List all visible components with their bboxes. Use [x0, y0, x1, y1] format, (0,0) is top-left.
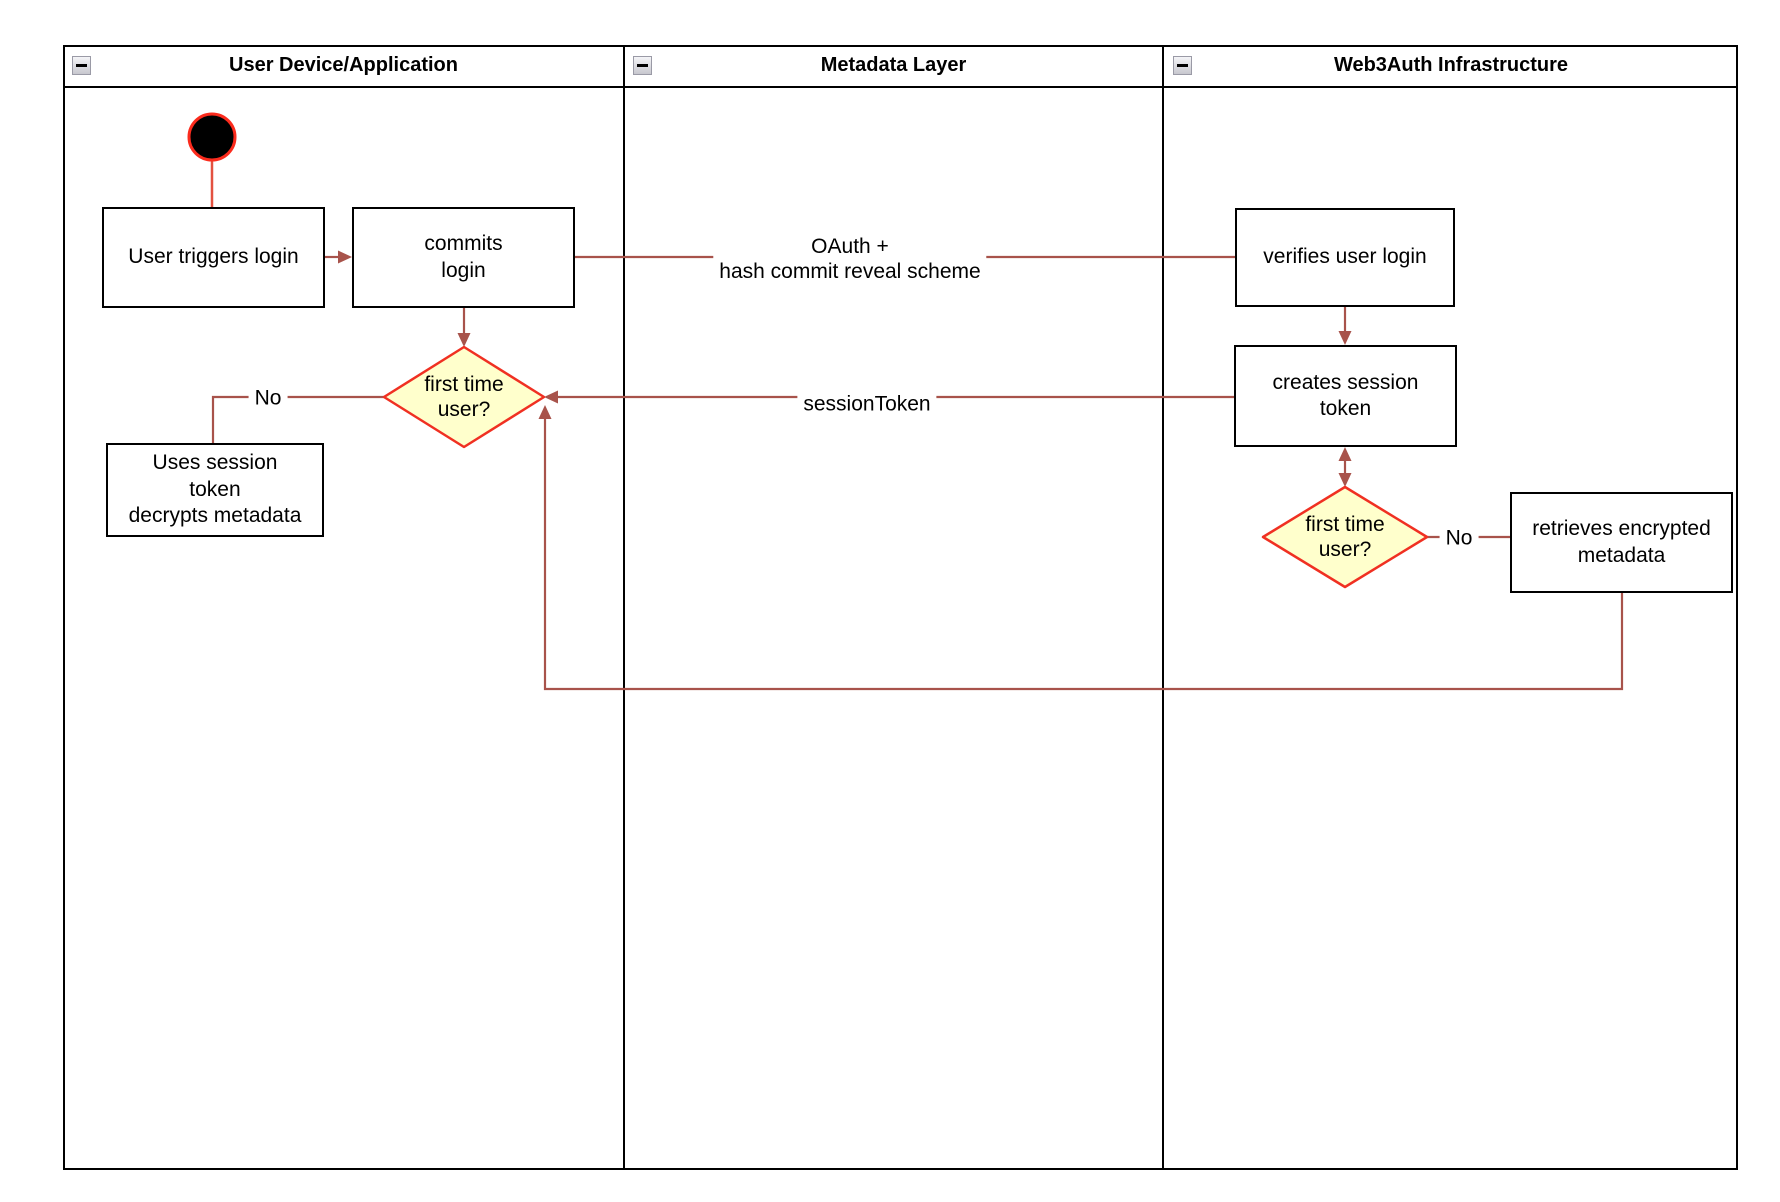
lane-divider-2 — [1162, 45, 1164, 1170]
lane-title-metadata-layer: Metadata Layer — [820, 54, 967, 76]
lane-divider-1 — [623, 45, 625, 1170]
lane-title-user-device: User Device/Application — [229, 54, 458, 76]
node-user-triggers-login: User triggers login — [102, 207, 325, 308]
collapse-lane-button[interactable] — [1173, 56, 1192, 75]
decision-label-left: first time user? — [424, 372, 504, 421]
lane-header-metadata-layer: Metadata Layer — [624, 45, 1163, 88]
node-verifies-user-login: verifies user login — [1235, 208, 1455, 307]
lane-header-user-device: User Device/Application — [63, 45, 624, 88]
decision-first-time-user-right — [1261, 485, 1429, 589]
lane-header-web3auth: Web3Auth Infrastructure — [1164, 45, 1738, 88]
arrowhead-up-icon — [1338, 447, 1352, 461]
node-creates-session-token: creates session token — [1234, 345, 1457, 447]
start-node — [187, 112, 237, 162]
collapse-lane-button[interactable] — [72, 56, 91, 75]
arrowhead-left-icon — [544, 390, 558, 404]
node-commits-login: commits login — [352, 207, 575, 308]
edge-metadata-feedback — [543, 419, 1624, 691]
minus-icon — [76, 64, 87, 67]
edge-label-session-token: sessionToken — [797, 390, 937, 418]
edge-label-no-right: No — [1439, 524, 1479, 552]
arrowhead-down-icon — [1338, 331, 1352, 345]
swimlane-pool — [63, 45, 1738, 1170]
edge-no-left — [211, 395, 384, 443]
edge-label-oauth: OAuth + hash commit reveal scheme — [713, 232, 987, 286]
arrowhead-up-icon — [538, 405, 552, 419]
decision-first-time-user-left — [382, 345, 546, 449]
minus-icon — [1177, 64, 1188, 67]
minus-icon — [637, 64, 648, 67]
node-uses-session-token: Uses session token decrypts metadata — [106, 443, 324, 537]
arrowhead-right-icon — [338, 250, 352, 264]
edge-label-no-left: No — [248, 384, 288, 412]
node-retrieves-encrypted-metadata: retrieves encrypted metadata — [1510, 492, 1733, 593]
decision-label-right: first time user? — [1305, 512, 1385, 561]
collapse-lane-button[interactable] — [633, 56, 652, 75]
arrowhead-down-icon — [1338, 473, 1352, 487]
arrowhead-down-icon — [457, 333, 471, 347]
lane-title-web3auth: Web3Auth Infrastructure — [1333, 54, 1569, 76]
